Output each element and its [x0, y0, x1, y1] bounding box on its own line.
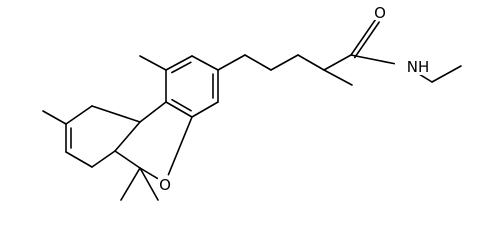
- bond-a24-a25: [350, 18, 377, 56]
- bond-a2-a3: [165, 55, 193, 71]
- bond-a22-a24: [323, 54, 352, 71]
- amide-nitrogen-text: NH: [407, 58, 430, 76]
- bond-a22-a23: [323, 69, 353, 86]
- bond-a16-a18: [42, 110, 67, 125]
- amide-nitrogen-label: NH: [406, 58, 430, 76]
- bond-a24-a26: [350, 54, 396, 65]
- bond-a12-a14: [91, 150, 116, 168]
- bond-a12-a13: [114, 121, 141, 152]
- bond-a9-a10: [120, 167, 141, 201]
- bond-a5-a6: [191, 101, 219, 118]
- bond-a9-a12: [114, 150, 141, 169]
- bond-a9-a11: [139, 167, 159, 201]
- bond-a13-a7: [139, 101, 167, 123]
- bond-a17-a13: [91, 105, 141, 123]
- pyran-oxygen-label: O: [158, 176, 172, 194]
- bond-a3-a4: [191, 55, 219, 71]
- bond-a6-a8: [167, 116, 193, 176]
- carbonyl-oxygen-label: O: [373, 4, 387, 22]
- bond-a2-a3-second-line: [171, 61, 192, 74]
- bond-a16-a17: [65, 105, 93, 125]
- bond-a19-a20: [244, 54, 272, 71]
- bond-a6-a7-second-line: [171, 98, 192, 112]
- bond-a27-a28: [431, 65, 462, 83]
- bond-a24-a25-second-line: [353, 21, 380, 59]
- bond-a6-a7: [165, 101, 193, 118]
- atom-label-layer: O O NH: [158, 4, 430, 194]
- bond-a21-a22: [297, 54, 325, 71]
- bond-layer: [42, 18, 462, 201]
- bond-a4-a19: [217, 54, 246, 71]
- molecule-structure-diagram: O O NH: [42, 4, 462, 201]
- bond-a1-a2: [139, 55, 167, 71]
- bond-a14-a15: [65, 151, 93, 168]
- pyran-oxygen-text: O: [159, 176, 171, 194]
- bond-a20-a21: [270, 54, 299, 71]
- carbonyl-oxygen-text: O: [374, 4, 386, 22]
- bond-a8-a9: [139, 167, 159, 180]
